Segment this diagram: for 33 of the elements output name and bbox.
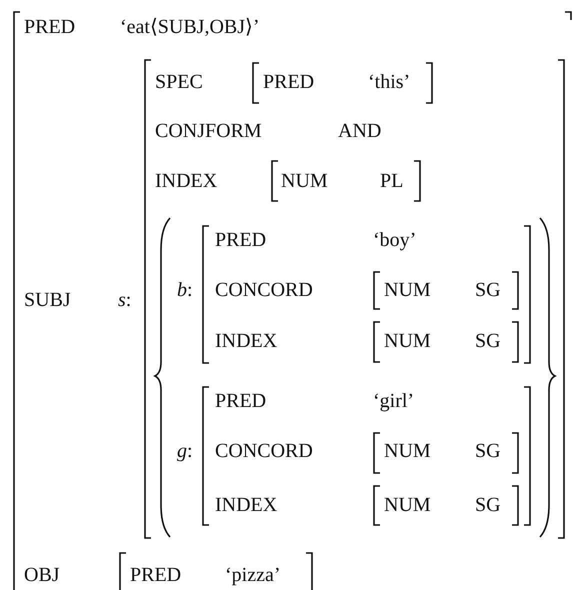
feature-label: SG (475, 441, 501, 461)
feature-label: g: (177, 441, 193, 461)
feature-label: INDEX (215, 331, 278, 351)
feature-label: ‘this’ (368, 72, 410, 92)
feature-label: PRED (263, 72, 314, 92)
feature-label: PRED (24, 17, 76, 37)
feature-label: SG (475, 331, 501, 351)
feature-label: NUM (384, 441, 431, 461)
feature-label: INDEX (215, 495, 278, 515)
feature-label: ‘pizza’ (225, 565, 281, 585)
feature-label: PRED (215, 391, 266, 411)
feature-label: CONCORD (215, 441, 313, 461)
feature-label: AND (338, 121, 382, 141)
feature-label: SPEC (155, 72, 203, 92)
feature-label: OBJ (24, 565, 60, 585)
feature-label: NUM (384, 331, 431, 351)
feature-label: CONCORD (215, 280, 313, 300)
feature-label: NUM (384, 495, 431, 515)
feature-label: CONJFORM (155, 121, 262, 141)
feature-label: b: (177, 280, 193, 300)
feature-label: PL (380, 171, 404, 191)
feature-label: PRED (130, 565, 182, 585)
feature-label: INDEX (155, 171, 218, 191)
feature-label: NUM (384, 280, 431, 300)
feature-label: SUBJ (24, 290, 71, 310)
feature-label: NUM (281, 171, 328, 191)
feature-label: ‘girl’ (373, 391, 414, 411)
feature-label: PRED (215, 230, 266, 250)
feature-label: s: (118, 290, 132, 310)
feature-label: ‘eat⟨SUBJ,OBJ⟩’ (120, 17, 260, 37)
feature-label: ‘boy’ (373, 230, 416, 250)
feature-label: SG (475, 495, 501, 515)
feature-label: SG (475, 280, 501, 300)
